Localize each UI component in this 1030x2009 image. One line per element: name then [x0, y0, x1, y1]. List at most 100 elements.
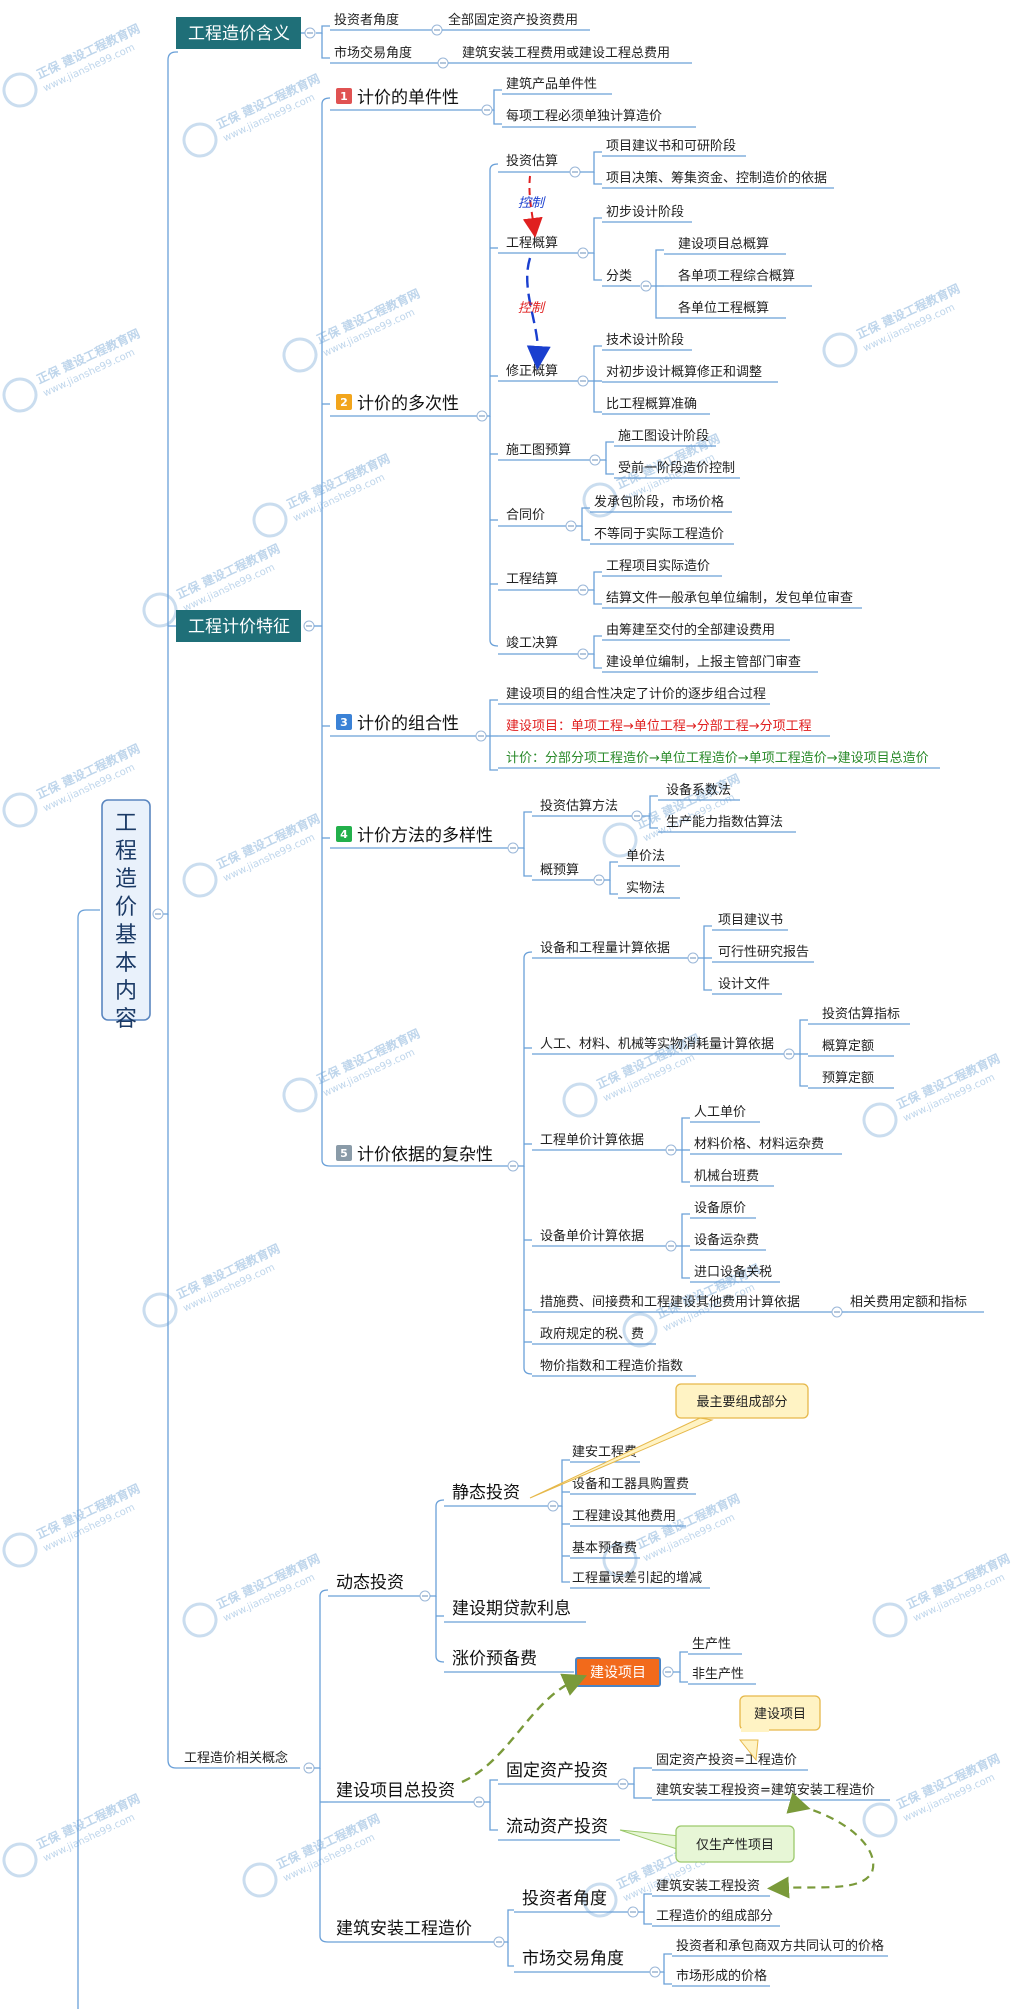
svg-text:建设单位编制，上报主管部门审查: 建设单位编制，上报主管部门审查 — [606, 655, 801, 670]
svg-text:各单位工程概算: 各单位工程概算 — [678, 300, 769, 316]
svg-text:投资估算方法: 投资估算方法 — [540, 798, 618, 814]
svg-text:人工、材料、机械等实物消耗量计算依据: 人工、材料、机械等实物消耗量计算依据 — [540, 1036, 774, 1052]
svg-text:实物法: 实物法 — [626, 881, 665, 896]
trunk-lines — [77, 51, 178, 2009]
svg-text:设备运杂费: 设备运杂费 — [694, 1232, 759, 1248]
svg-text:项目建议书: 项目建议书 — [718, 913, 783, 928]
svg-text:投资者角度: 投资者角度 — [522, 1889, 607, 1909]
branch-features[interactable]: 工程计价特征 — [176, 610, 301, 642]
feature-3[interactable]: 3 计价的组合性 — [336, 714, 459, 734]
svg-text:每项工程必须单独计算造价: 每项工程必须单独计算造价 — [506, 108, 662, 124]
svg-text:竣工决算: 竣工决算 — [506, 636, 558, 651]
svg-text:工程项目实际造价: 工程项目实际造价 — [606, 559, 710, 574]
root-char: 造 — [115, 867, 137, 892]
meaning-investor: 投资者角度 — [334, 12, 399, 28]
svg-text:建筑安装工程投资: 建筑安装工程投资 — [656, 1878, 760, 1894]
branch-concepts-label[interactable]: 工程造价相关概念 — [184, 1750, 288, 1766]
svg-text:设备原价: 设备原价 — [694, 1200, 746, 1216]
feature-4[interactable]: 4 计价方法的多样性 — [336, 826, 493, 846]
svg-text:预算定额: 预算定额 — [822, 1071, 874, 1086]
meaning-investor-child: 全部固定资产投资费用 — [448, 12, 578, 28]
static-investment[interactable]: 静态投资 — [452, 1483, 520, 1503]
svg-text:投资估算指标: 投资估算指标 — [822, 1006, 900, 1022]
svg-text:概算定额: 概算定额 — [822, 1039, 874, 1054]
svg-text:1: 1 — [340, 90, 348, 103]
total-investment[interactable]: 建设项目总投资 — [336, 1781, 455, 1801]
svg-text:合同价: 合同价 — [506, 508, 545, 523]
svg-text:相关费用定额和指标: 相关费用定额和指标 — [850, 1295, 967, 1310]
svg-text:施工图设计阶段: 施工图设计阶段 — [618, 429, 709, 444]
svg-text:计价：分部分项工程造价→单位工程造价→单项工程造价→建设项目: 计价：分部分项工程造价→单位工程造价→单项工程造价→建设项目总造价 — [506, 751, 929, 766]
feature-1[interactable]: 1 计价的单件性 — [336, 88, 459, 108]
svg-text:3: 3 — [340, 716, 348, 729]
dynamic-investment[interactable]: 动态投资 — [336, 1573, 404, 1593]
svg-text:5: 5 — [340, 1147, 348, 1160]
svg-text:各单项工程综合概算: 各单项工程综合概算 — [678, 268, 795, 284]
root-char: 基 — [115, 923, 137, 948]
svg-text:政府规定的税、费: 政府规定的税、费 — [540, 1326, 644, 1342]
svg-text:项目建议书和可研阶段: 项目建议书和可研阶段 — [606, 139, 736, 154]
svg-text:分类: 分类 — [606, 269, 632, 284]
building-install-cost[interactable]: 建筑安装工程造价 — [336, 1919, 472, 1939]
svg-text:生产性: 生产性 — [692, 1637, 731, 1652]
svg-text:工程概算: 工程概算 — [506, 236, 558, 251]
svg-text:计价的多次性: 计价的多次性 — [357, 394, 459, 414]
control-label-1: 控制 — [518, 196, 546, 211]
svg-text:设计文件: 设计文件 — [718, 977, 770, 992]
svg-text:受前一阶段造价控制: 受前一阶段造价控制 — [618, 460, 735, 476]
svg-text:进口设备关税: 进口设备关税 — [694, 1264, 772, 1280]
svg-text:初步设计阶段: 初步设计阶段 — [606, 205, 684, 220]
project-box[interactable]: 建设项目 — [575, 1657, 661, 1687]
svg-text:比工程概算准确: 比工程概算准确 — [606, 397, 697, 412]
root-node[interactable]: 工程造价基本内容 — [101, 799, 151, 1032]
loan-interest: 建设期贷款利息 — [452, 1599, 571, 1619]
feature-5[interactable]: 5 计价依据的复杂性 — [336, 1145, 493, 1165]
root-char: 内 — [115, 979, 137, 1004]
branch-meaning[interactable]: 工程造价含义 — [176, 17, 301, 49]
svg-text:设备单价计算依据: 设备单价计算依据 — [540, 1228, 644, 1244]
meaning-market: 市场交易角度 — [334, 45, 412, 61]
root-char: 本 — [115, 951, 137, 976]
branch-meaning-label: 工程造价含义 — [188, 24, 290, 44]
root-char: 价 — [115, 895, 137, 920]
svg-text:市场形成的价格: 市场形成的价格 — [676, 1968, 767, 1984]
feature-2[interactable]: 2 计价的多次性 — [336, 394, 459, 414]
callout-project: 建设项目 — [738, 1695, 821, 1762]
svg-text:不等同于实际工程造价: 不等同于实际工程造价 — [594, 526, 724, 542]
svg-text:概预算: 概预算 — [540, 863, 579, 878]
svg-text:固定资产投资=工程造价: 固定资产投资=工程造价 — [656, 1752, 797, 1768]
svg-text:项目决策、筹集资金、控制造价的依据: 项目决策、筹集资金、控制造价的依据 — [606, 170, 827, 186]
svg-text:工程建设其他费用: 工程建设其他费用 — [572, 1509, 676, 1524]
root-char: 工 — [115, 811, 137, 836]
svg-text:施工图预算: 施工图预算 — [506, 443, 571, 458]
svg-text:建设项目的组合性决定了计价的逐步组合过程: 建设项目的组合性决定了计价的逐步组合过程 — [506, 686, 766, 702]
callout-main-part: 最主要组成部分 — [529, 1383, 809, 1499]
svg-text:工程结算: 工程结算 — [506, 572, 558, 587]
svg-text:非生产性: 非生产性 — [692, 1667, 744, 1682]
svg-text:可行性研究报告: 可行性研究报告 — [718, 945, 809, 960]
svg-text:材料价格、材料运杂费: 材料价格、材料运杂费 — [694, 1136, 824, 1152]
root-char: 程 — [115, 839, 137, 864]
svg-text:生产能力指数估算法: 生产能力指数估算法 — [666, 815, 783, 830]
svg-text:建筑安装工程投资=建筑安装工程造价: 建筑安装工程投资=建筑安装工程造价 — [656, 1782, 875, 1798]
svg-text:由筹建至交付的全部建设费用: 由筹建至交付的全部建设费用 — [606, 622, 775, 638]
svg-text:建设项目：单项工程→单位工程→分部工程→分项工程: 建设项目：单项工程→单位工程→分部工程→分项工程 — [506, 719, 812, 734]
svg-text:计价方法的多样性: 计价方法的多样性 — [357, 826, 493, 846]
svg-text:单价法: 单价法 — [626, 849, 665, 864]
svg-text:计价的单件性: 计价的单件性 — [357, 88, 459, 108]
svg-text:修正概算: 修正概算 — [506, 364, 558, 379]
svg-text:发承包阶段，市场价格: 发承包阶段，市场价格 — [594, 494, 724, 510]
root-char: 容 — [115, 1007, 137, 1032]
svg-text:人工单价: 人工单价 — [694, 1105, 746, 1120]
